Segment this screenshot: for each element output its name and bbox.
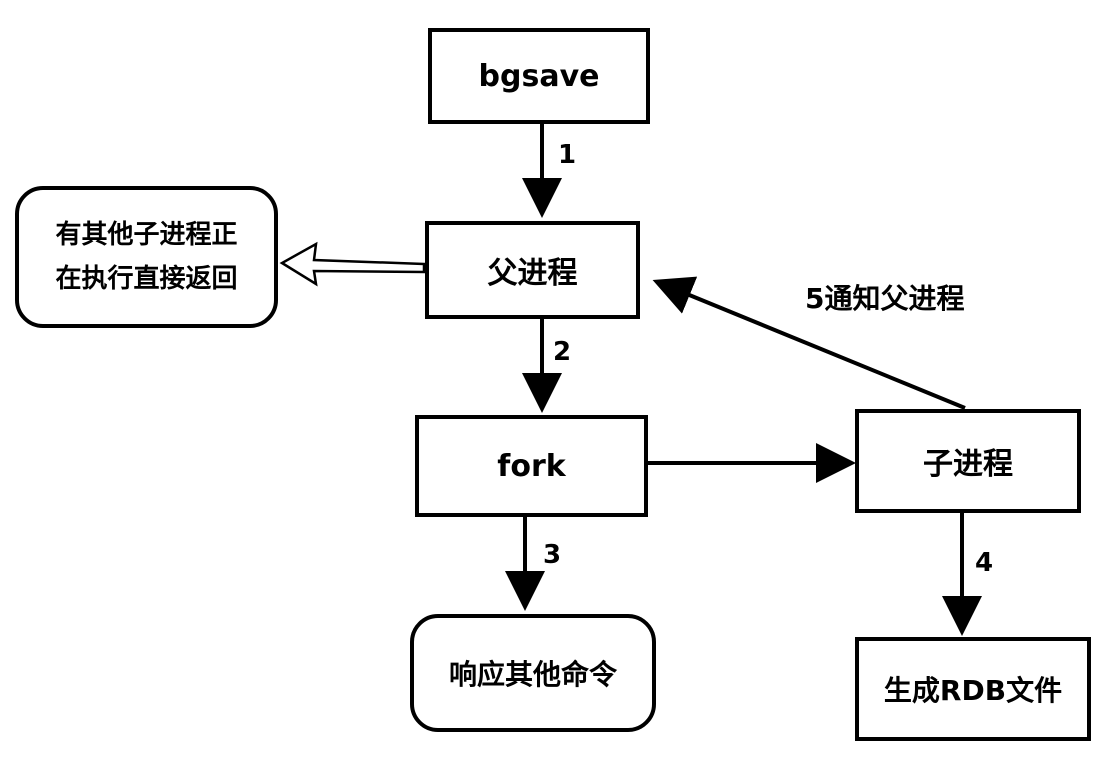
node-generate-rdb: 生成RDB文件 — [855, 637, 1091, 741]
node-fork: fork — [415, 415, 648, 517]
edge-label-5: 5通知父进程 — [805, 282, 965, 315]
node-other-child-running-line1: 有其他子进程正 — [55, 220, 238, 250]
node-bgsave: bgsave — [428, 28, 650, 124]
node-fork-label: fork — [497, 448, 566, 484]
node-parent-process-label: 父进程 — [487, 256, 578, 291]
edge-label-2: 2 — [553, 337, 572, 367]
node-child-process: 子进程 — [855, 409, 1081, 513]
edge-label-3: 3 — [543, 540, 562, 570]
node-parent-process: 父进程 — [425, 221, 640, 319]
node-generate-rdb-label: 生成RDB文件 — [883, 674, 1063, 707]
arrow-child-to-parent — [652, 276, 966, 410]
node-child-process-label: 子进程 — [923, 447, 1013, 482]
hollow-arrow-parent-to-note — [279, 241, 426, 287]
node-respond-other-commands-label: 响应其他命令 — [448, 658, 617, 691]
node-other-child-running: 有其他子进程正 在执行直接返回 — [15, 186, 278, 328]
edge-label-4: 4 — [975, 548, 994, 578]
edge-label-1: 1 — [558, 140, 577, 170]
node-other-child-running-line2: 在执行直接返回 — [55, 264, 238, 294]
node-respond-other-commands: 响应其他命令 — [410, 614, 656, 732]
node-bgsave-label: bgsave — [478, 58, 600, 94]
